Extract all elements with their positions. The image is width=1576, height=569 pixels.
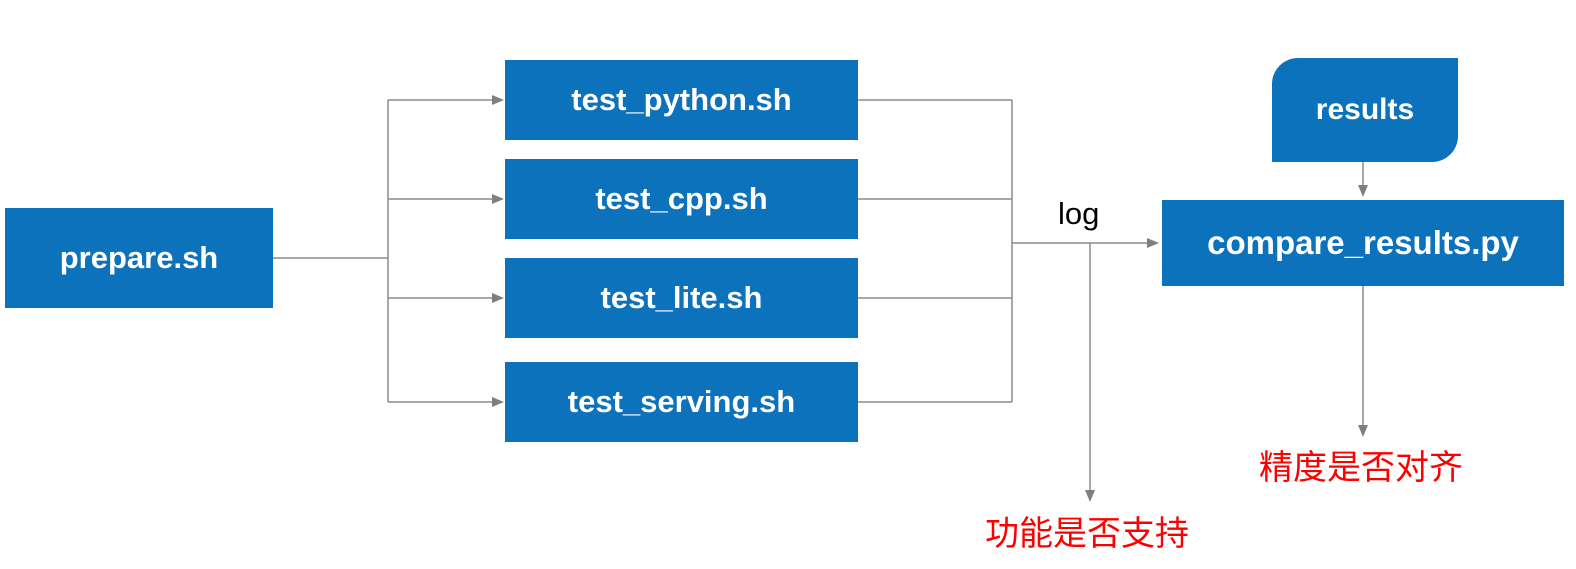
node-test-python-sh: test_python.sh: [505, 60, 858, 140]
node-prepare-sh: prepare.sh: [5, 208, 273, 308]
node-test-lite-sh: test_lite.sh: [505, 258, 858, 338]
outcome-label-function-support: 功能是否支持: [985, 515, 1189, 553]
outcome-label-precision-align: 精度是否对齐: [1259, 449, 1463, 487]
node-test-serving-sh: test_serving.sh: [505, 362, 858, 442]
node-test-cpp-sh: test_cpp.sh: [505, 159, 858, 239]
edge-label-log: log: [1058, 196, 1100, 231]
node-compare-results-py: compare_results.py: [1162, 200, 1564, 286]
node-results: results: [1272, 58, 1458, 162]
